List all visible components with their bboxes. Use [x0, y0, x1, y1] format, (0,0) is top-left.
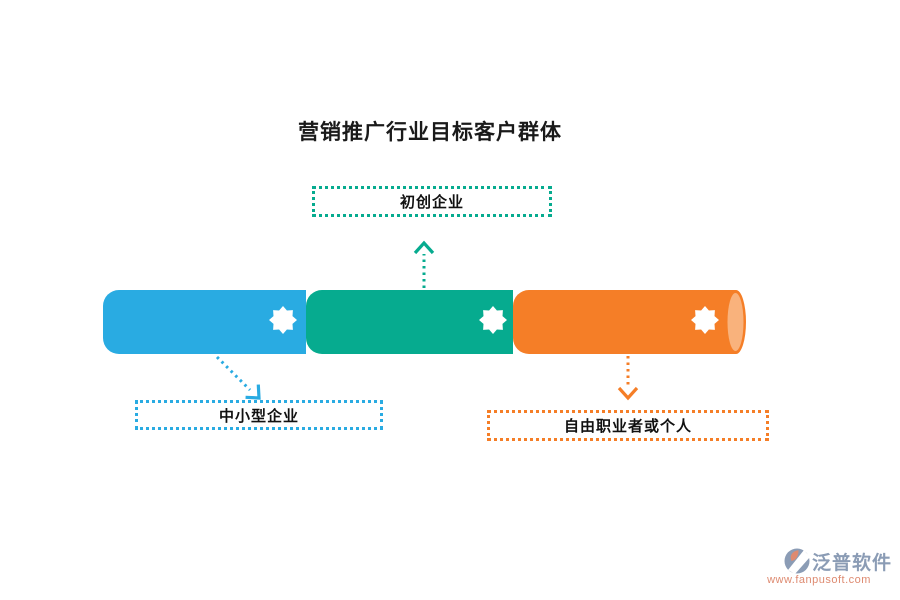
- label-box-freelancer: 自由职业者或个人: [487, 410, 769, 441]
- label-box-startup: 初创企业: [312, 186, 552, 217]
- label-text-smb: 中小型企业: [218, 407, 299, 425]
- bar-segment-startup: [306, 290, 513, 354]
- page-title: 营销推广行业目标客户群体: [298, 121, 562, 144]
- brand-watermark: 泛普软件 www.fanpusoft.com: [746, 547, 892, 586]
- fanpusoft-logo-icon: [784, 548, 810, 574]
- brand-name: 泛普软件: [811, 552, 892, 574]
- arrow-to-freelancer-label: [617, 356, 639, 401]
- label-text-freelancer: 自由职业者或个人: [563, 418, 692, 435]
- bar-segment-freelancer: [513, 290, 746, 354]
- eight-point-star-icon: [691, 306, 719, 334]
- label-text-startup: 初创企业: [399, 194, 464, 211]
- bar-segment-smb: [103, 290, 306, 354]
- eight-point-star-icon: [269, 306, 297, 334]
- eight-point-star-icon: [479, 306, 507, 334]
- cylinder-cap: [727, 293, 744, 351]
- arrow-to-startup-label: [413, 240, 435, 288]
- arrow-to-smb-label: [215, 355, 261, 400]
- brand-url: www.fanpusoft.com: [767, 574, 871, 586]
- label-box-smb: 中小型企业: [135, 400, 383, 430]
